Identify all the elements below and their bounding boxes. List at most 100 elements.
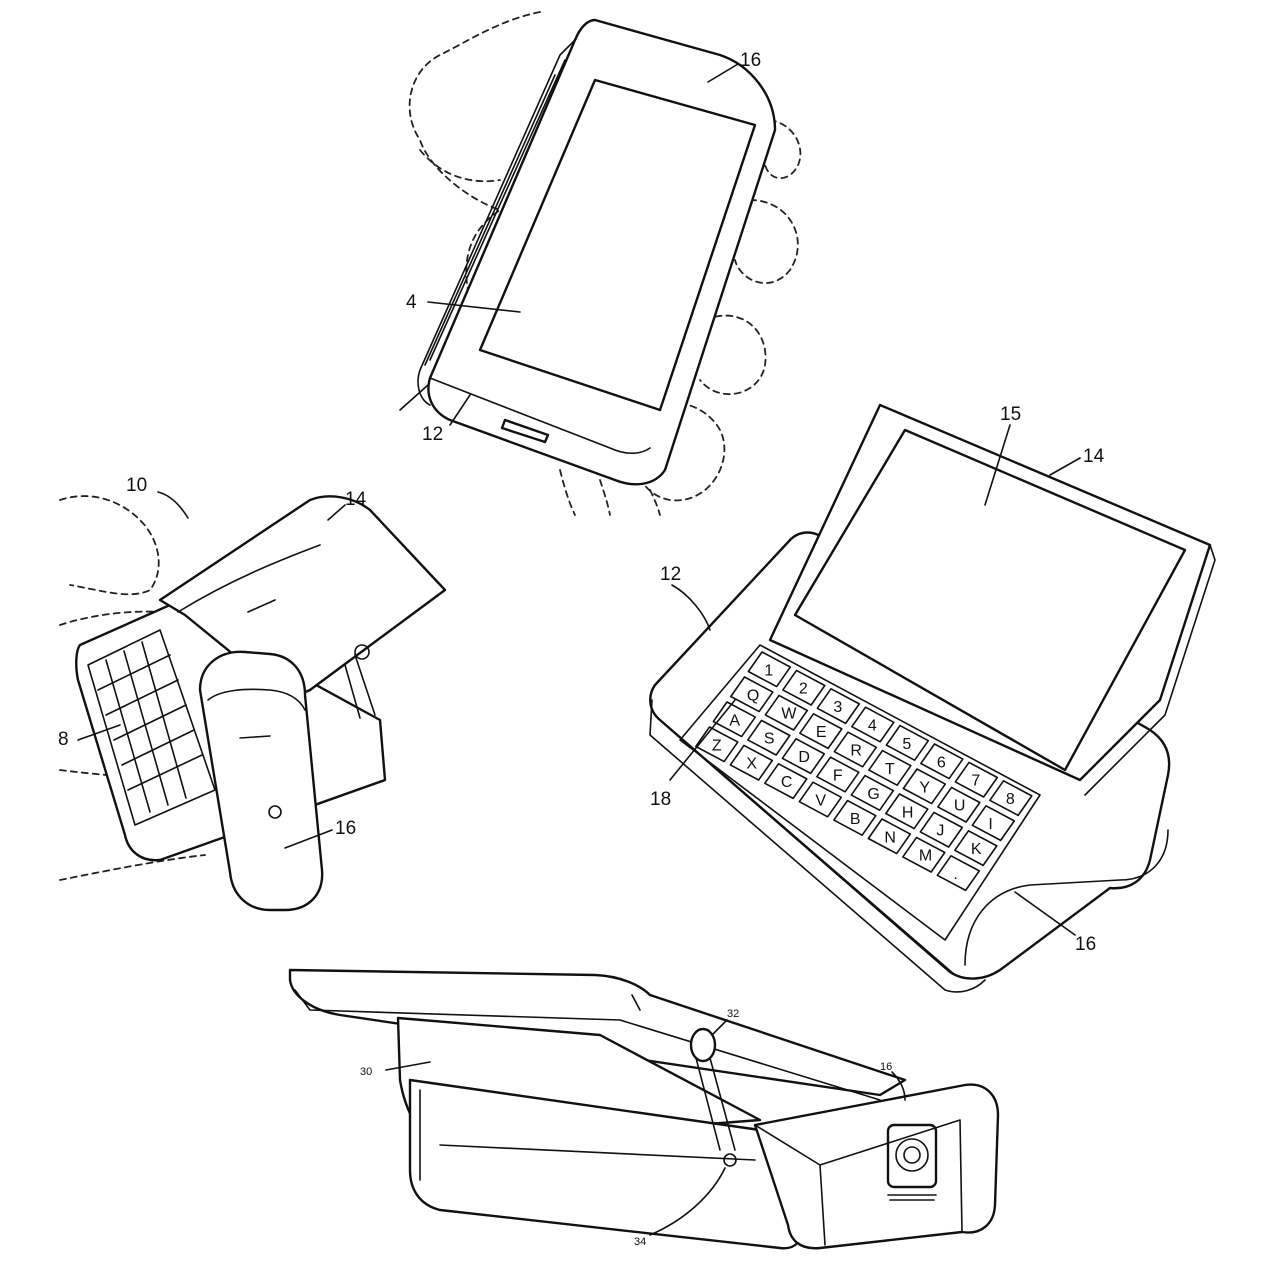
keyboard-key: [868, 749, 912, 786]
keyboard-key-label: I: [988, 816, 992, 833]
keyboard-key: [850, 774, 895, 811]
flap-hinge-dot: [354, 644, 370, 660]
rear-side-block: [753, 1083, 1000, 1250]
rear-camera-lens-inner: [903, 1146, 921, 1164]
keyboard-key-label: W: [781, 706, 797, 723]
keyboard-key-label: 1: [764, 662, 773, 679]
figure-phone-handheld: 16 4 12: [399, 11, 802, 516]
keypad-left-frame: [87, 629, 216, 826]
label-fig4-30: 30: [360, 1066, 372, 1078]
label-fig2-10: 10: [126, 475, 147, 496]
side-block-mark: [239, 735, 271, 739]
keyboard-key-label: 4: [868, 717, 877, 734]
keyboard-key: [919, 811, 964, 848]
keyboard-key-label: 8: [1006, 791, 1015, 808]
rear-base-edge: [419, 1089, 756, 1181]
keyboard-key: [833, 731, 878, 768]
keyboard-key: [730, 676, 774, 713]
keyboard-key: [747, 651, 792, 688]
device-side-block-left: [198, 650, 324, 912]
device-lid-right: [768, 403, 1212, 782]
rear-pivot: [723, 1153, 737, 1167]
keyboard-key-label: Q: [747, 687, 759, 704]
keyboard-key: [954, 761, 999, 798]
keyboard-key-label: M: [919, 848, 932, 865]
keyboard-key: [781, 738, 826, 775]
label-fig2-16: 16: [335, 818, 356, 839]
keyboard-key: [867, 818, 912, 855]
leader-12-top: [449, 394, 471, 426]
label-fig3-16: 16: [1075, 934, 1096, 955]
hand-outline-left: [59, 495, 160, 596]
keyboard-key: [989, 780, 1033, 817]
keyboard-key: [782, 669, 826, 706]
hand-outline-top: [408, 11, 541, 301]
keyboard-key-label: J: [936, 823, 944, 840]
keyboard-key: [816, 756, 860, 793]
keyboard-key: [799, 713, 843, 750]
keyboard-key: [816, 688, 861, 725]
keyboard-key: [920, 743, 964, 780]
figure-device-rotating: 10 14 16 8: [58, 475, 447, 912]
keyboard-key-label: N: [884, 829, 896, 846]
keyboard-key-label: 2: [799, 681, 808, 698]
label-fig2-14: 14: [345, 489, 367, 510]
phone-body-edge: [417, 39, 576, 406]
keyboard-key: [936, 855, 981, 892]
leader-34: [649, 1167, 726, 1236]
hand-wrist: [559, 469, 661, 516]
keyboard-key: [937, 786, 981, 823]
keyboard-key-label: H: [902, 804, 914, 821]
rear-lid-mark: [631, 994, 641, 1011]
keyboard-key-label: V: [815, 792, 826, 809]
label-fig1-12: 12: [422, 424, 443, 445]
hand-finger-top-1: [419, 149, 501, 183]
rear-camera-grille: [887, 1194, 937, 1201]
leader-30: [385, 1061, 431, 1071]
keyboard-key: [954, 830, 998, 867]
keyboard-key: [833, 799, 877, 836]
keyboard-frame-right: [679, 644, 1041, 941]
keyboard-key: [902, 768, 947, 805]
hand-finger-left-3: [59, 854, 206, 881]
leader-14-right: [1049, 457, 1081, 476]
leader-4-top: [427, 301, 521, 313]
keyboard-key: [971, 805, 1016, 842]
hand-finger-left-1: [59, 610, 161, 626]
rear-side-block-edges: [754, 1119, 963, 1246]
keyboard-key: [729, 744, 774, 781]
flap-strut-left: [344, 654, 376, 719]
keyboard-key-label: 7: [971, 773, 980, 790]
leader-18: [669, 699, 736, 781]
leader-16-rear: [891, 1071, 906, 1101]
flap-crease-left: [177, 544, 321, 613]
keyboard-key: [902, 836, 946, 873]
keyboard-key: [764, 763, 808, 800]
label-fig4-34: 34: [634, 1236, 646, 1248]
keyboard-key-label: D: [798, 749, 810, 766]
phone-bottom-slot: [500, 418, 550, 444]
side-block-right: [964, 829, 1169, 966]
keyboard-key-label: K: [971, 841, 982, 858]
phone-screen-top: [478, 78, 757, 412]
keyboard-key: [885, 724, 930, 761]
keypad-left: [87, 629, 216, 826]
phone-body-top: [427, 18, 777, 486]
rear-camera-housing: [886, 1123, 938, 1189]
keyboard-key: [851, 706, 895, 743]
leader-left-top: [399, 384, 429, 411]
keyboard-key: [885, 793, 929, 830]
label-fig1-16: 16: [740, 50, 761, 71]
flap-mark-left: [247, 599, 276, 613]
rear-lid-edge: [294, 989, 881, 1101]
keyboard-key: [798, 781, 843, 818]
leader-32: [711, 1019, 728, 1036]
phone-side-rail: [424, 59, 566, 366]
keyboard-key-label: S: [764, 731, 775, 748]
keyboard-key: [712, 701, 757, 738]
leader-12-right: [671, 584, 711, 631]
keyboard-key: [764, 694, 809, 731]
side-block-edge: [207, 688, 306, 711]
